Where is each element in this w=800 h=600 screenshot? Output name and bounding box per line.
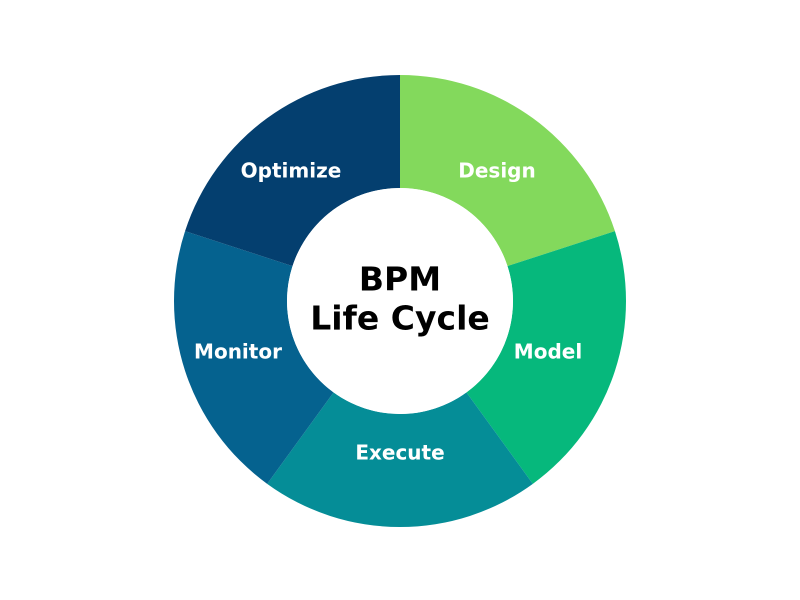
segment-model [466,231,627,484]
center-title-line1: BPM [359,260,441,299]
lifecycle-ring [173,75,627,527]
segment-optimize [185,75,400,267]
segment-label-design: Design [458,159,535,183]
segment-label-execute: Execute [355,441,444,465]
center-circle [287,188,513,414]
center-title-line2: Life Cycle [310,299,490,338]
segment-design [400,75,615,267]
segment-label-model: Model [514,340,582,364]
segment-label-monitor: Monitor [194,340,282,364]
segment-monitor [173,231,334,484]
segment-execute [267,392,533,527]
segment-labels: Design Model Execute Monitor Optimize [194,159,582,465]
segment-label-optimize: Optimize [241,159,342,183]
